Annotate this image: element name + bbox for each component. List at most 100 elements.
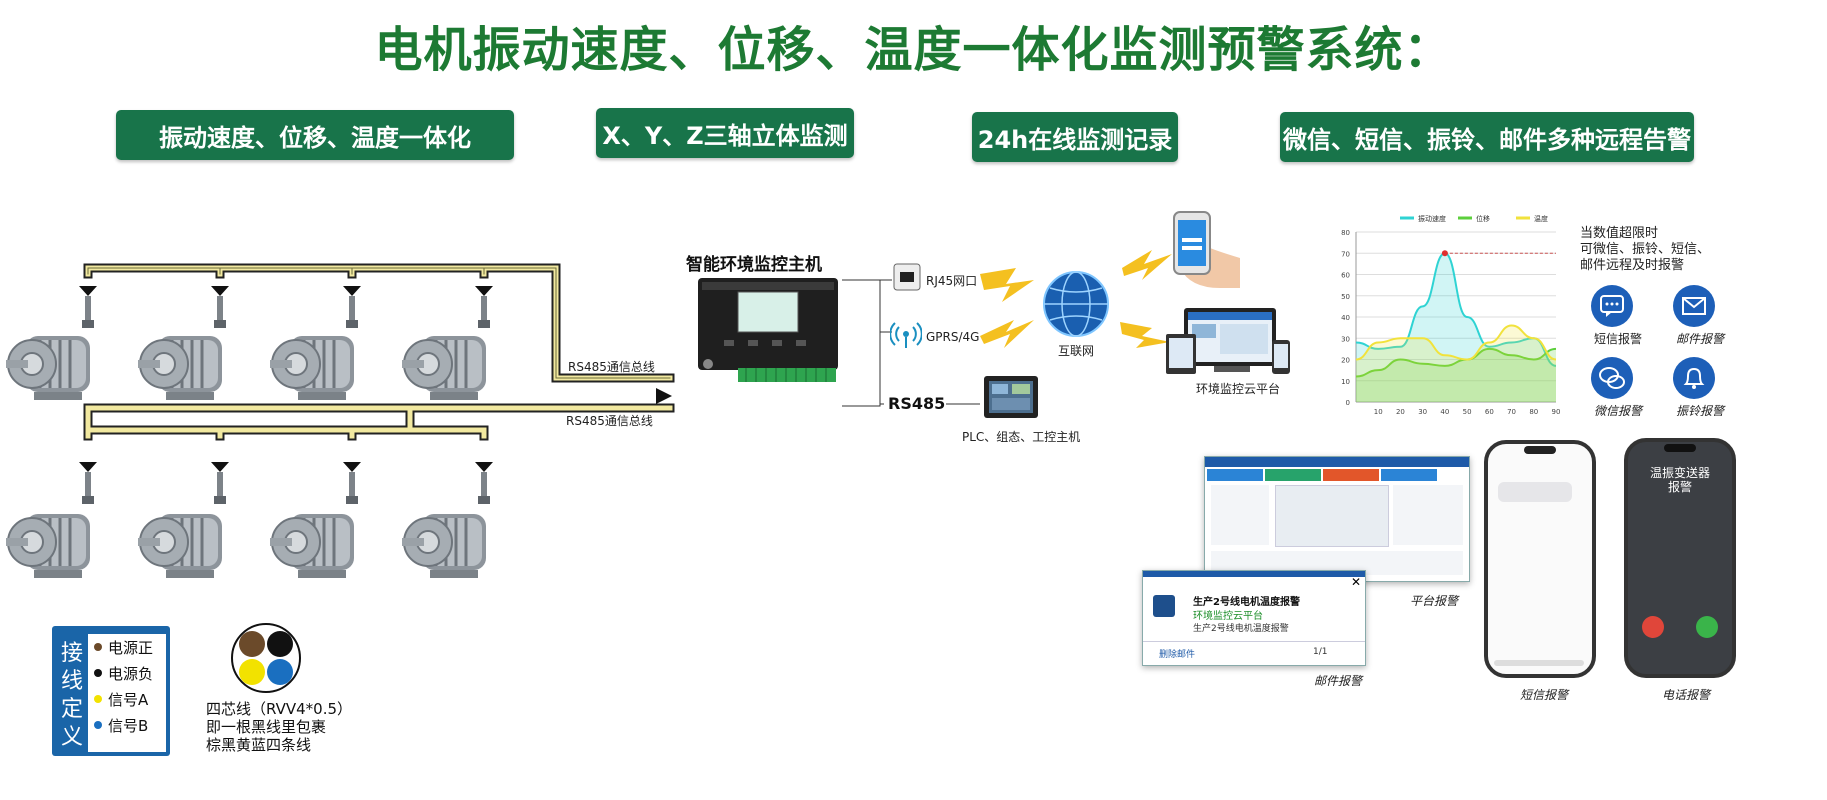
- mail-pager[interactable]: 1/1: [1313, 647, 1328, 657]
- cloud-label: 环境监控云平台: [1196, 382, 1281, 396]
- platform-screenshot: [1204, 456, 1470, 582]
- wire-dot-4: [94, 721, 102, 729]
- bus-label-2: RS485通信总线: [566, 414, 653, 428]
- mail-caption: 邮件报警: [1314, 674, 1363, 688]
- cable-desc-line-3: 棕黑黄蓝四条线: [206, 736, 312, 754]
- feature-badge-3: 24h在线监测记录: [972, 112, 1178, 162]
- page-title: 电机振动速度、位移、温度一体化监测预警系统：: [374, 22, 1453, 78]
- mail-popup-line-3: 生产2号线电机温度报警: [1193, 624, 1289, 634]
- chart-series-line-1: [1355, 252, 1557, 367]
- chart-ytick-label: 80: [1341, 229, 1350, 237]
- bus-label-1: RS485通信总线: [568, 360, 655, 374]
- chart-ytick-label: 70: [1341, 250, 1350, 258]
- wire-dot-2: [94, 669, 102, 677]
- chart-legend-label: 振动速度: [1418, 214, 1446, 223]
- sms-alert-label: 短信报警: [1594, 332, 1643, 346]
- mail-alert-icon: [1673, 285, 1715, 327]
- wire-item-2: 电源负: [94, 660, 166, 686]
- rs485-label: RS485: [888, 394, 946, 413]
- chart-area-3: [1356, 325, 1556, 402]
- plc-label: PLC、组态、工控主机: [962, 430, 1081, 444]
- wire-label-3: 信号A: [108, 690, 149, 709]
- wire-label-1: 电源正: [108, 638, 154, 657]
- rj45-label: RJ45网口: [926, 274, 978, 288]
- accept-call-button[interactable]: [1696, 616, 1718, 638]
- chart-xtick-label: 40: [1440, 408, 1449, 416]
- alert-note-line-1: 当数值超限时: [1580, 226, 1659, 241]
- wechat-alert-icon: [1591, 357, 1633, 399]
- chart-ytick-label: 50: [1341, 293, 1350, 301]
- wire-dot-1: [94, 643, 102, 651]
- plc-monitor-icon: [984, 376, 1038, 418]
- feature-badge-1: 振动速度、位移、温度一体化: [116, 110, 514, 160]
- call-caption: 电话报警: [1662, 688, 1711, 702]
- feature-badge-4: 微信、短信、振铃、邮件多种远程告警: [1280, 112, 1694, 162]
- chart-legend-label: 温度: [1534, 214, 1548, 223]
- cable-desc-line-1: 四芯线（RVV4*0.5）: [206, 700, 353, 718]
- feature-badge-2: X、Y、Z三轴立体监测: [596, 108, 854, 158]
- wechat-alert-label: 微信报警: [1594, 404, 1643, 418]
- delete-mail-link[interactable]: 删除邮件: [1159, 650, 1196, 660]
- mail-popup: ✕ 生产2号线电机温度报警 环境监控云平台 生产2号线电机温度报警 删除邮件 1…: [1142, 570, 1366, 666]
- cloud-platform-devices: [1166, 308, 1290, 374]
- chart-ytick-label: 20: [1341, 357, 1350, 365]
- sms-phone: [1484, 440, 1596, 678]
- chart-ytick-label: 30: [1341, 335, 1350, 343]
- wiring-legend-title: 接线定义: [60, 641, 83, 750]
- host-device: [698, 278, 838, 382]
- bell-alert-icon: [1673, 357, 1715, 399]
- mail-alert-label: 邮件报警: [1676, 332, 1725, 346]
- chart-xtick-label: 90: [1552, 408, 1561, 416]
- chart-legend-label: 位移: [1476, 214, 1490, 223]
- chart-ytick-label: 0: [1346, 399, 1350, 407]
- mail-popup-line-2: 环境监控云平台: [1193, 611, 1263, 622]
- sms-caption: 短信报警: [1520, 688, 1569, 702]
- call-phone: 温振变送器 报警: [1624, 438, 1736, 678]
- wire-item-1: 电源正: [94, 634, 166, 660]
- chart-xtick-label: 60: [1485, 408, 1494, 416]
- chart-xtick-label: 20: [1396, 408, 1405, 416]
- internet-label: 互联网: [1058, 344, 1095, 358]
- chart-ytick-label: 10: [1341, 378, 1350, 386]
- call-screen-title: 温振变送器 报警: [1649, 466, 1710, 494]
- mobile-phone-icon: [1173, 211, 1240, 288]
- platform-caption: 平台报警: [1410, 594, 1459, 608]
- chart-ytick-label: 60: [1341, 272, 1350, 280]
- monitoring-line-chart: 0 10 20 30 40 50 60 70 80 10 20 30 40 50 60 70 80 90 振动速度 位…: [1341, 214, 1561, 416]
- mail-popup-line-1: 生产2号线电机温度报警: [1193, 597, 1300, 608]
- chart-series-line-2: [1355, 347, 1557, 378]
- sms-alert-icon: [1591, 285, 1633, 327]
- chart-xtick-label: 10: [1374, 408, 1383, 416]
- wire-item-4: 信号B: [94, 712, 166, 738]
- bell-alert-label: 振铃报警: [1676, 404, 1725, 418]
- app-logo-icon: [1153, 595, 1175, 617]
- wire-dot-3: [94, 695, 102, 703]
- rj45-port-icon: [893, 263, 921, 291]
- internet-links: [980, 250, 1172, 348]
- alert-note: 当数值超限时 可微信、振铃、短信、 邮件远程及时报警: [1580, 226, 1710, 274]
- cable-desc-line-2: 即一根黑线里包裹: [206, 718, 327, 736]
- wire-label-4: 信号B: [108, 716, 149, 735]
- wire-item-3: 信号A: [94, 686, 166, 712]
- wireless-signal-icon: [890, 322, 922, 348]
- chart-peak-point: [1441, 250, 1448, 257]
- close-icon[interactable]: ✕: [1350, 575, 1361, 589]
- cable-description: 四芯线（RVV4*0.5） 即一根黑线里包裹 棕黑黄蓝四条线: [206, 700, 352, 754]
- cable-cross-section-icon: [231, 623, 301, 693]
- chart-area-2: [1356, 348, 1556, 402]
- wire-label-2: 电源负: [108, 664, 154, 683]
- chart-xtick-label: 80: [1529, 408, 1538, 416]
- chart-series-line-3: [1355, 324, 1557, 361]
- chart-area-1: [1356, 253, 1556, 402]
- chart-xtick-label: 50: [1463, 408, 1472, 416]
- chart-xtick-label: 70: [1507, 408, 1516, 416]
- decline-call-button[interactable]: [1642, 616, 1664, 638]
- globe-icon: [1043, 271, 1109, 337]
- chart-xtick-label: 30: [1418, 408, 1427, 416]
- chart-ytick-label: 40: [1341, 314, 1350, 322]
- gprs-label: GPRS/4G: [926, 330, 980, 344]
- alert-note-line-2: 可微信、振铃、短信、: [1580, 242, 1711, 257]
- wiring-legend-list: 电源正 电源负 信号A 信号B: [88, 634, 166, 752]
- alert-note-line-3: 邮件远程及时报警: [1580, 258, 1685, 273]
- motor-bus-diagram: [4, 263, 675, 580]
